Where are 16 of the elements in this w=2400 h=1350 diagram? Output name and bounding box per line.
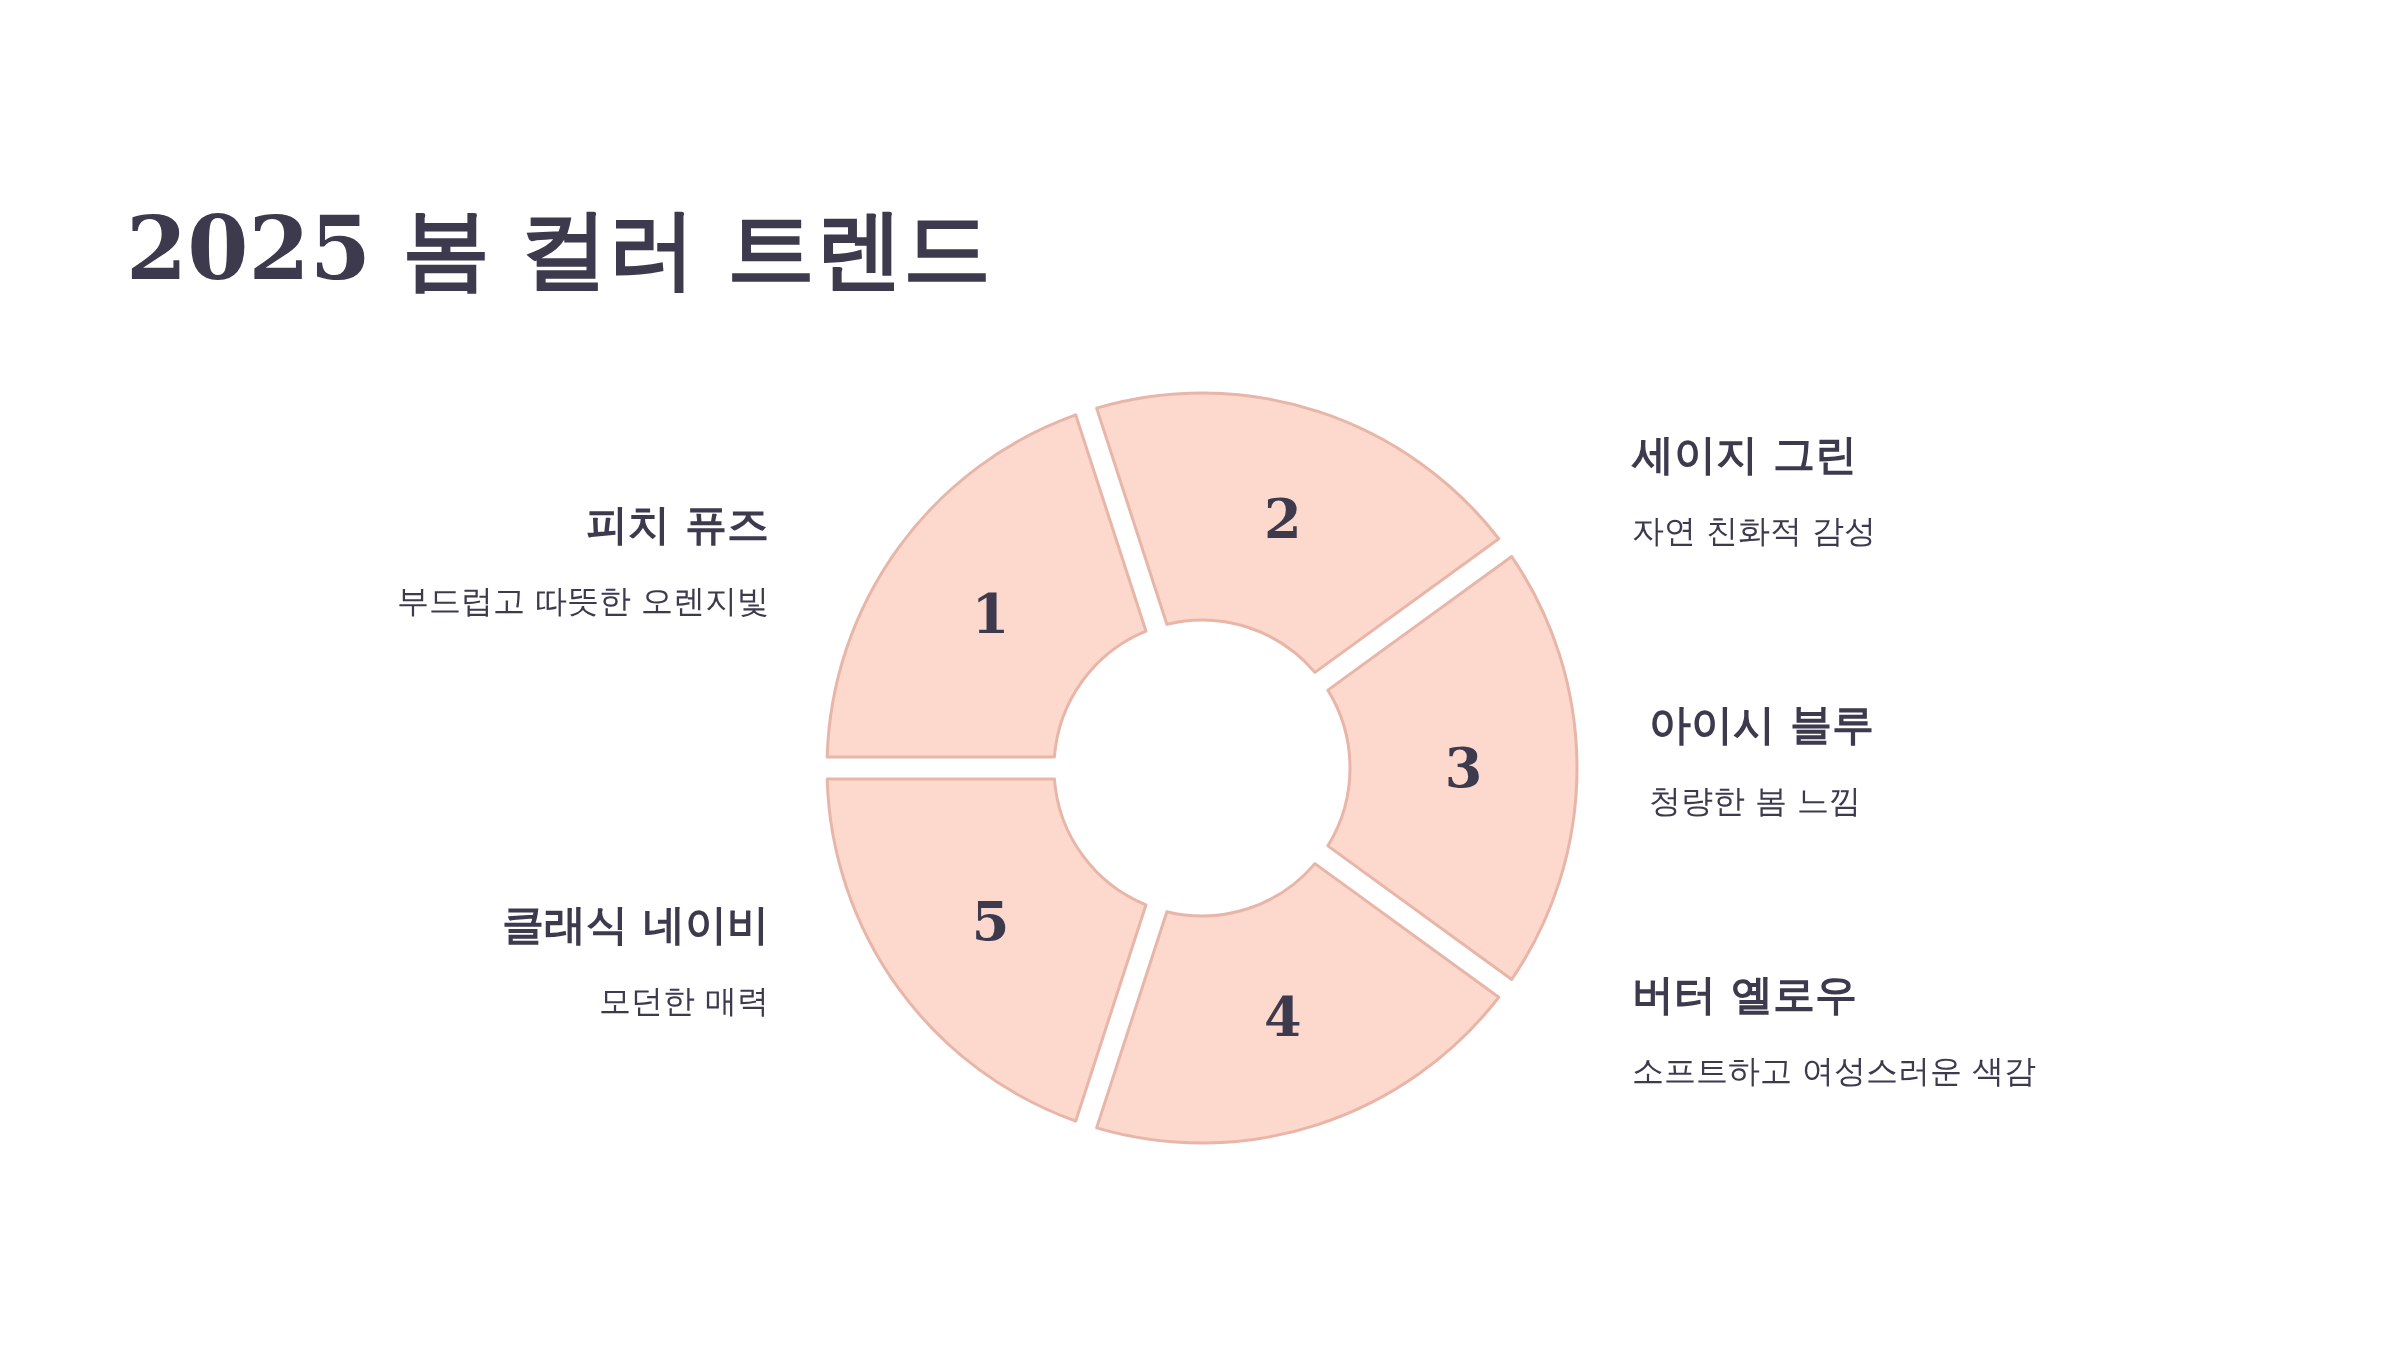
- color-name-heading: 세이지 그린: [1632, 430, 1857, 481]
- color-description: 청량한 봄 느낌: [1649, 782, 1862, 821]
- color-name-heading: 클래식 네이비: [502, 900, 769, 951]
- color-description: 자연 친화적 감성: [1632, 512, 1877, 551]
- segment-number: 1: [971, 587, 1010, 642]
- color-description: 부드럽고 따뜻한 오렌지빛: [396, 582, 769, 621]
- segment-number: 5: [971, 894, 1010, 949]
- color-description: 소프트하고 여성스러운 색감: [1632, 1052, 2037, 1091]
- color-description: 모던한 매력: [598, 982, 769, 1021]
- color-name-heading: 아이시 블루: [1649, 700, 1874, 751]
- title: 2025 봄 컬러 트렌드: [126, 200, 991, 297]
- color-name-heading: 버터 옐로우: [1632, 970, 1857, 1021]
- segment-number: 4: [1264, 989, 1302, 1044]
- segment-number: 2: [1264, 492, 1302, 547]
- color-name-heading: 피치 퓨즈: [586, 500, 769, 551]
- segment-number: 3: [1444, 741, 1483, 795]
